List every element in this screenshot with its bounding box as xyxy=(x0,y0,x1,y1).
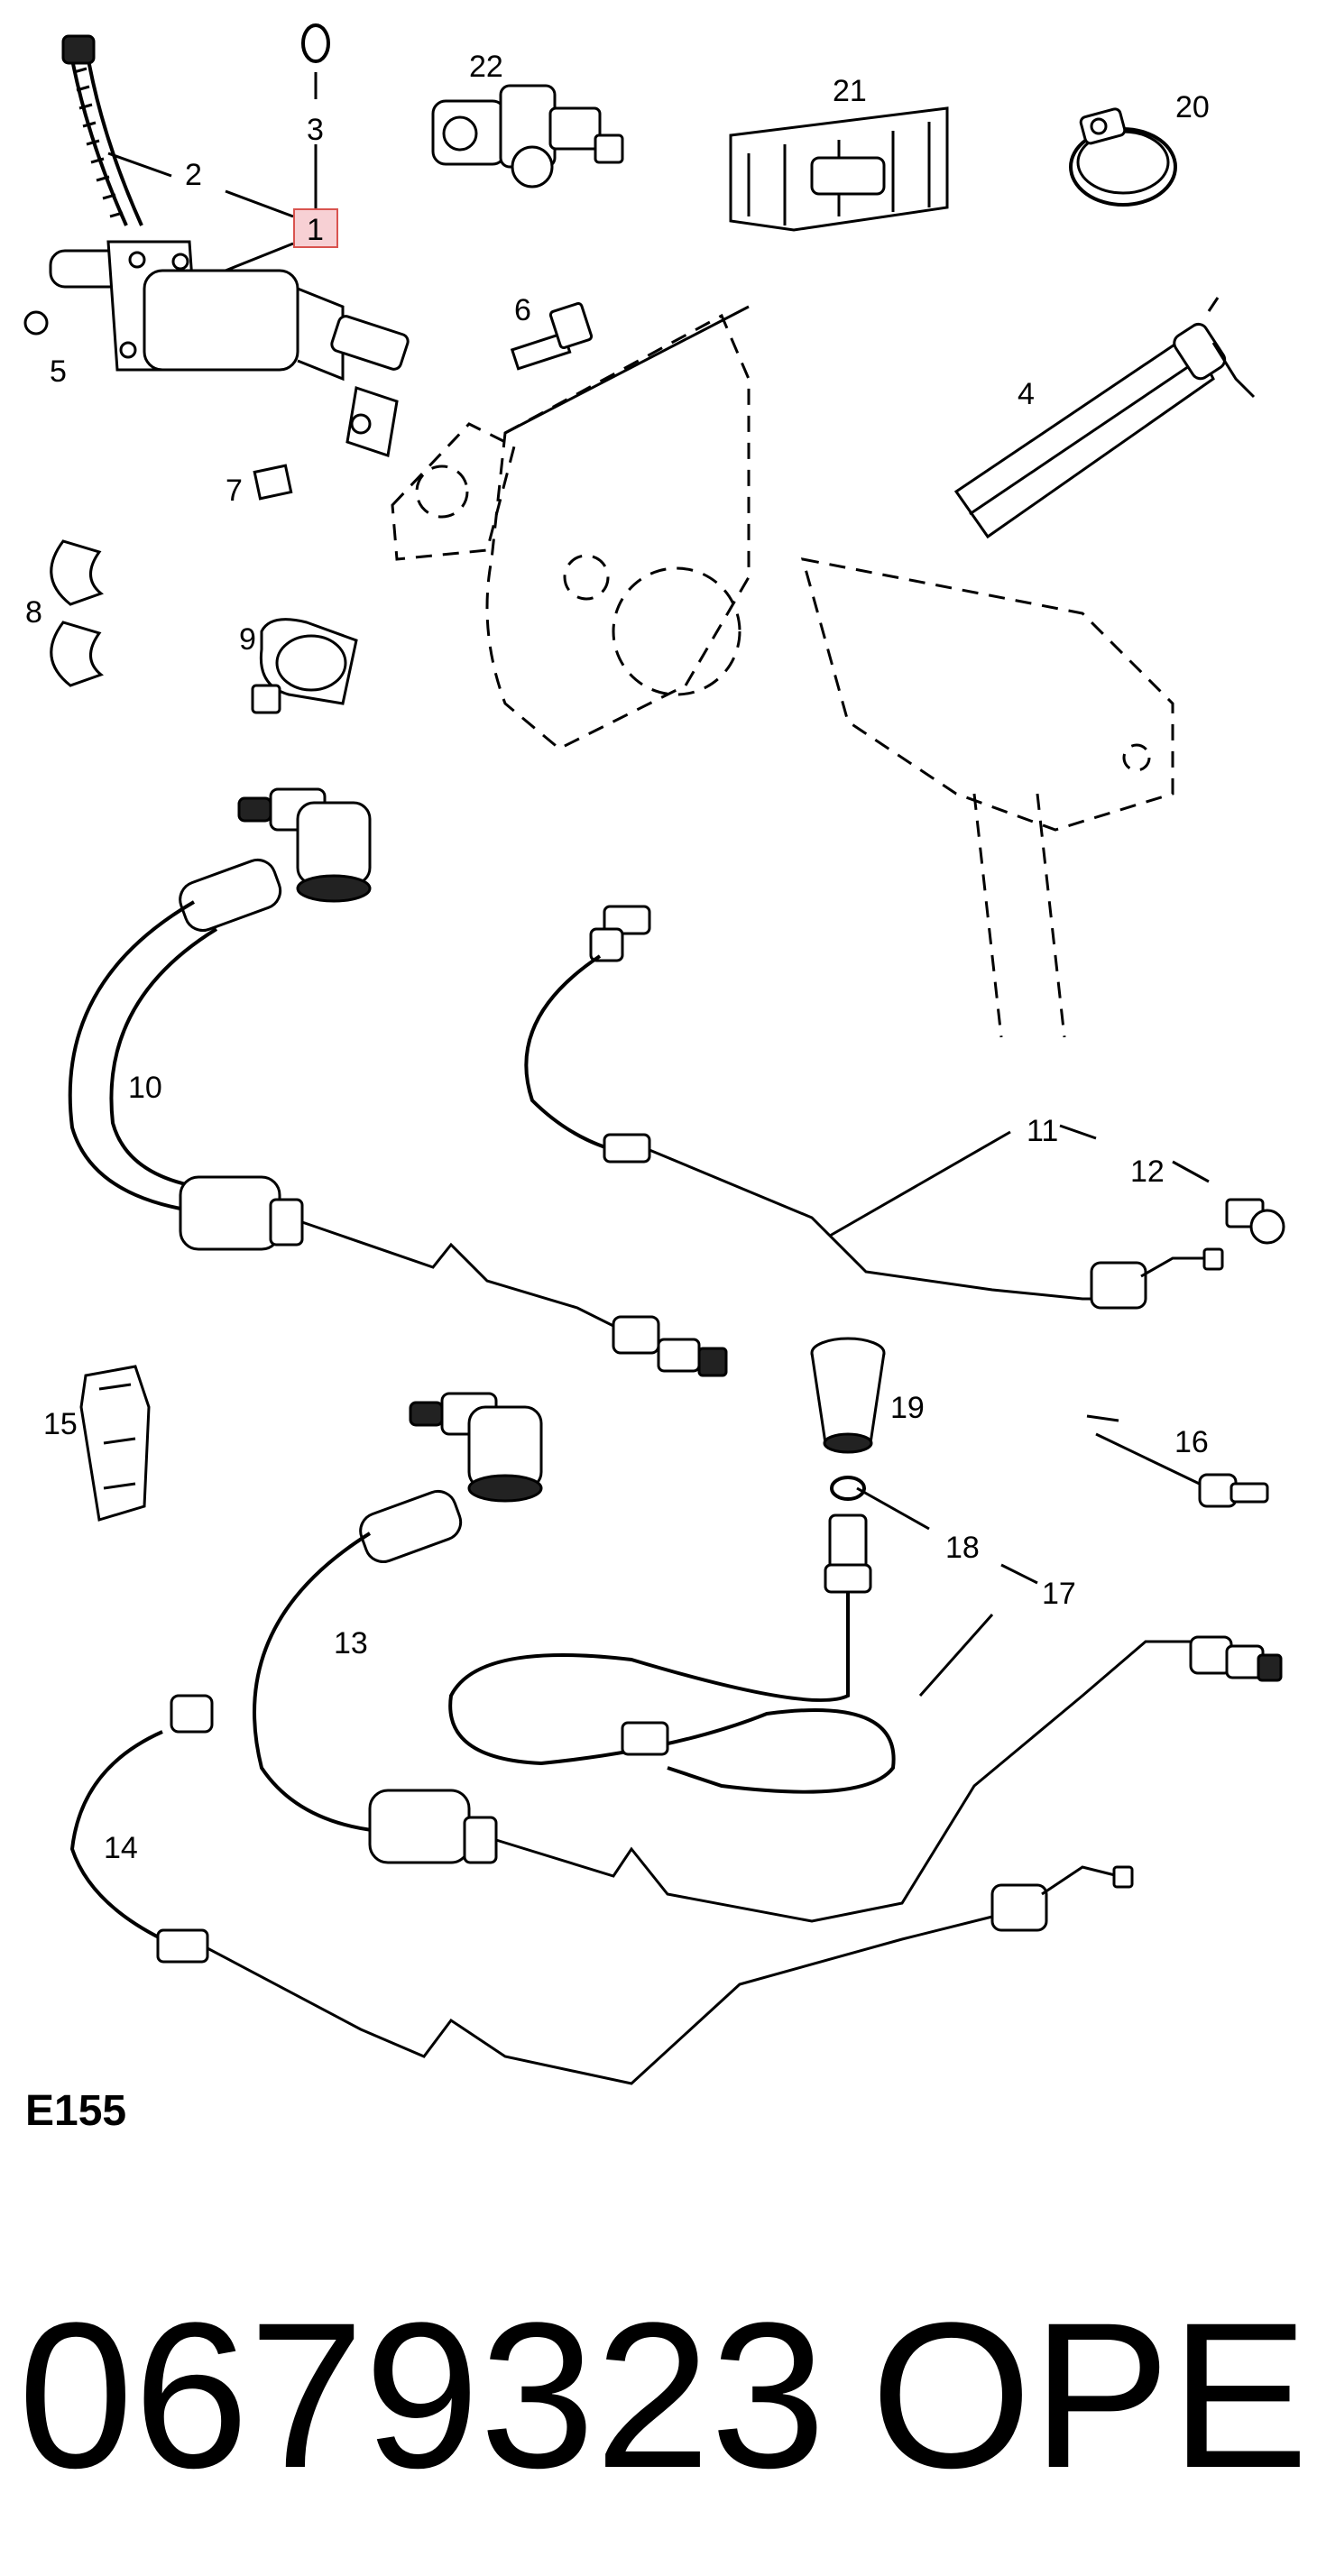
sleeve-19-drawing xyxy=(810,1337,886,1454)
callout-1[interactable]: 1 xyxy=(307,213,324,247)
o-ring-18-drawing xyxy=(830,1476,866,1501)
leader-lines xyxy=(107,72,1210,1697)
callout-8[interactable]: 8 xyxy=(25,595,42,630)
callout-7[interactable]: 7 xyxy=(226,474,243,508)
callout-12[interactable]: 12 xyxy=(1130,1155,1165,1189)
clutch-master-cylinder-drawing xyxy=(23,34,410,501)
clutch-pipe-assembly-13-drawing xyxy=(253,1392,1283,1923)
mounting-bracket-drawing xyxy=(729,106,949,232)
callout-20[interactable]: 20 xyxy=(1175,90,1210,124)
callout-6[interactable]: 6 xyxy=(514,293,531,327)
screw-12-drawing xyxy=(1225,1198,1285,1245)
o-ring-drawing xyxy=(301,23,330,63)
callout-1-highlight xyxy=(293,208,338,248)
part-number: 0679323 xyxy=(18,2279,825,2511)
bolt-drawing xyxy=(510,302,594,371)
callout-21[interactable]: 21 xyxy=(833,74,867,108)
clutch-pipe-assembly-10-drawing xyxy=(68,787,728,1377)
callout-5[interactable]: 5 xyxy=(50,354,67,389)
grease-tube-drawing xyxy=(953,297,1256,539)
clutch-pipe-11-drawing xyxy=(524,905,1224,1310)
callout-18[interactable]: 18 xyxy=(945,1531,980,1565)
clutch-pipe-17-drawing xyxy=(448,1513,896,1794)
clip-set-drawing xyxy=(50,539,105,687)
callout-14[interactable]: 14 xyxy=(104,1831,138,1865)
gasket-drawing xyxy=(391,422,516,561)
callout-13[interactable]: 13 xyxy=(334,1626,368,1661)
rivet-16-drawing xyxy=(1095,1432,1269,1508)
clutch-pipe-14-drawing xyxy=(69,1694,1134,2085)
transmission-housing-outline xyxy=(485,313,1174,1038)
elbow-fitting-drawing xyxy=(431,84,624,189)
brand-name: OPEL xyxy=(870,2279,1317,2511)
spring-clip-15-drawing xyxy=(79,1365,151,1522)
callout-9[interactable]: 9 xyxy=(239,622,256,657)
callout-16[interactable]: 16 xyxy=(1174,1425,1209,1459)
callout-15[interactable]: 15 xyxy=(43,1407,78,1441)
callout-3[interactable]: 3 xyxy=(307,113,324,147)
callout-4[interactable]: 4 xyxy=(1018,377,1035,411)
pipe-clamp-drawing xyxy=(251,618,358,714)
callout-10[interactable]: 10 xyxy=(128,1071,162,1105)
hose-clamp-drawing xyxy=(1069,107,1177,207)
callout-2[interactable]: 2 xyxy=(185,158,202,192)
callout-11[interactable]: 11 xyxy=(1027,1114,1058,1148)
callout-17[interactable]: 17 xyxy=(1042,1577,1076,1611)
callout-labels: 1 2 3 4 5 6 7 8 9 10 11 12 13 14 15 16 1… xyxy=(25,50,1210,1865)
figure-code: E155 xyxy=(25,2087,126,2135)
callout-19[interactable]: 19 xyxy=(890,1391,925,1425)
callout-22[interactable]: 22 xyxy=(469,50,503,84)
